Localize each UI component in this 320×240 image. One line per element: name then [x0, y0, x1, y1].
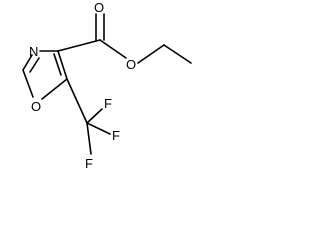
bond-cf3-f-bottom [86, 122, 92, 155]
ring-bond-c2-o [22, 69, 34, 98]
atom-label-ring-oxygen: O [31, 99, 41, 114]
atom-label-carbonyl-oxygen: O [94, 0, 104, 15]
bond-carbonyl-ester-oxygen [99, 39, 127, 59]
atom-label-fluorine-top: F [104, 96, 112, 111]
ring-bond-c2-n-double [29, 57, 40, 73]
bond-cf3-f-right [86, 122, 111, 135]
atom-label-fluorine-right: F [112, 128, 120, 143]
ring-bond-n-c2 [22, 54, 33, 71]
bond-cf3-f-top [86, 108, 103, 124]
atom-label-fluorine-bottom: F [85, 156, 93, 171]
bond-c4-carbonyl-carbon [57, 39, 101, 52]
bond-ester-oxygen-ch2 [137, 44, 165, 64]
ring-bond-c5-c4-double [53, 53, 62, 76]
atom-label-n: N [29, 44, 38, 59]
ring-bond-o-c5 [41, 78, 68, 100]
ethyl-5-trifluoromethyl-oxazole-4-carboxylate-structure: N O O O F F F [22, 0, 192, 171]
atom-label-ester-oxygen: O [126, 57, 136, 72]
bond-c5-cf3 [66, 78, 88, 124]
bond-ch2-ch3 [163, 44, 192, 64]
ring-bond-c5-c4 [57, 50, 68, 80]
